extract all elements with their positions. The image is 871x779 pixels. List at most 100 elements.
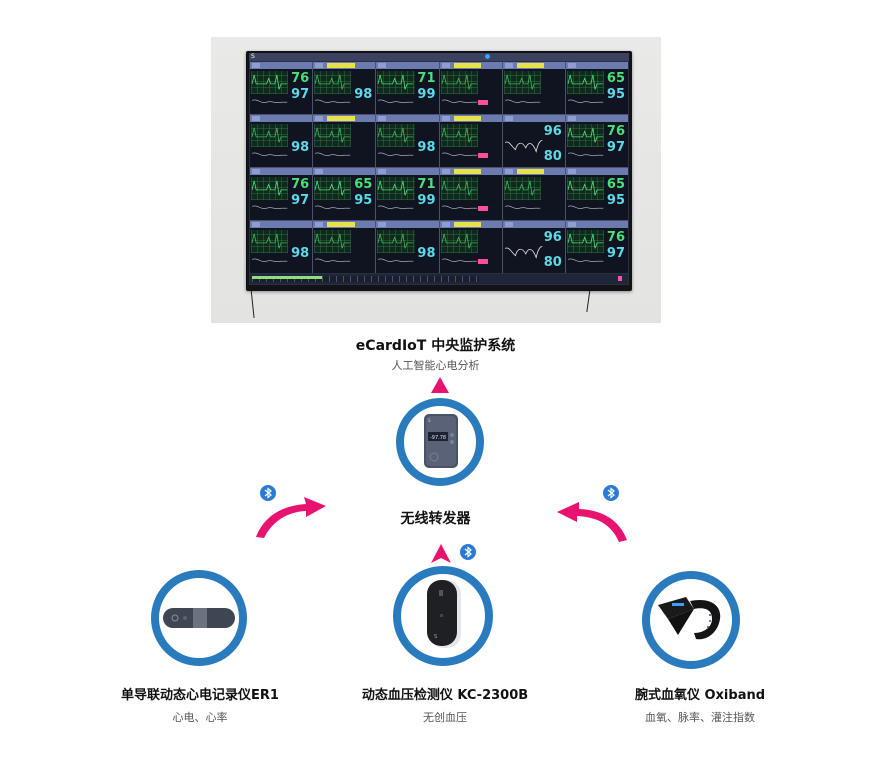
alarm-banner xyxy=(327,222,355,227)
device-label: 动态血压检测仪 KC-2300B xyxy=(361,688,529,703)
spo2-value: 98 xyxy=(291,246,310,261)
bed-badge xyxy=(252,169,260,174)
vital-value: 80 xyxy=(543,255,562,270)
vital-value: 80 xyxy=(543,149,562,164)
patient-tile xyxy=(502,62,565,114)
bed-badge xyxy=(252,222,260,227)
arrow-up-to-hub xyxy=(431,544,451,563)
patient-tile: 98 xyxy=(376,221,439,273)
patient-tile: 98 xyxy=(250,221,313,273)
bed-badge xyxy=(567,116,576,121)
monitor-logo-icon: S xyxy=(251,53,255,60)
waveform xyxy=(441,74,477,103)
waveform xyxy=(377,127,414,156)
waveform xyxy=(314,127,351,156)
waveform xyxy=(567,74,604,103)
waveform xyxy=(504,246,543,259)
tile-header xyxy=(250,168,313,175)
svg-text:S: S xyxy=(434,634,437,640)
heart-rate-value: 76 xyxy=(291,71,310,86)
bed-badge xyxy=(504,63,513,68)
bed-badge xyxy=(252,116,260,121)
spo2-value: 99 xyxy=(417,193,436,208)
tile-header xyxy=(250,115,313,122)
tile-header xyxy=(313,115,376,122)
bed-badge xyxy=(504,222,513,227)
waveform xyxy=(251,127,288,156)
waveform xyxy=(504,140,543,153)
tile-header xyxy=(313,62,376,69)
bed-badge xyxy=(441,116,450,121)
tile-header xyxy=(439,62,502,69)
hub-ring: -97.78 S xyxy=(396,398,484,486)
device-subtitle: 血氧、脉率、灌注指数 xyxy=(645,711,755,724)
waveform xyxy=(504,180,540,209)
heart-rate-value: 71 xyxy=(417,71,436,86)
waveform xyxy=(441,233,477,262)
status-dot-icon xyxy=(485,54,490,59)
waveform xyxy=(377,74,414,103)
spo2-value: 98 xyxy=(354,87,373,102)
tile-header xyxy=(439,221,502,228)
spo2-value: 95 xyxy=(354,193,373,208)
waveform xyxy=(567,127,604,156)
alarm-banner xyxy=(516,63,544,68)
waveform xyxy=(314,74,351,103)
tile-header xyxy=(502,115,565,122)
bed-badge xyxy=(378,169,387,174)
bed-badge xyxy=(567,169,576,174)
spo2-value: 98 xyxy=(417,246,436,261)
waveform xyxy=(504,74,540,103)
tile-header xyxy=(439,168,502,175)
patient-tile xyxy=(439,62,502,114)
device-subtitle: 无创血压 xyxy=(423,711,467,724)
waveform xyxy=(567,233,604,262)
alarm-banner xyxy=(453,169,481,174)
arrow-left-to-hub xyxy=(256,497,326,538)
bluetooth-icon xyxy=(603,485,619,501)
tile-header xyxy=(250,62,313,69)
alarm-banner xyxy=(453,222,481,227)
tile-header xyxy=(250,221,313,228)
bed-badge xyxy=(567,63,576,68)
bp-monitor-icon: S xyxy=(427,580,461,648)
vital-value: 96 xyxy=(543,124,562,139)
heart-rate-value: 71 xyxy=(417,177,436,192)
hub-label: 无线转发器 xyxy=(400,511,471,527)
tile-header xyxy=(565,168,628,175)
tile-header xyxy=(439,115,502,122)
heart-rate-value: 76 xyxy=(606,230,625,245)
wrist-oximeter-icon xyxy=(658,597,721,640)
bed-status-strip xyxy=(252,276,322,279)
waveform xyxy=(251,180,288,209)
device-label: 单导联动态心电记录仪ER1 xyxy=(121,688,279,703)
tile-header xyxy=(376,221,439,228)
waveform xyxy=(441,127,477,156)
bed-badge xyxy=(315,222,324,227)
system-subtitle: 人工智能心电分析 xyxy=(391,359,480,372)
tile-header xyxy=(376,168,439,175)
alarm-indicator xyxy=(477,259,488,264)
bluetooth-icon xyxy=(260,485,276,501)
device-ring-kc2300b: S xyxy=(393,566,493,666)
tile-header xyxy=(565,221,628,228)
alarm-banner xyxy=(327,63,355,68)
heart-rate-value: 76 xyxy=(291,177,310,192)
bed-badge xyxy=(378,63,387,68)
spo2-value: 97 xyxy=(606,140,625,155)
patient-tile: 98 xyxy=(376,115,439,167)
bed-badge xyxy=(315,169,324,174)
bed-badge xyxy=(441,222,450,227)
spo2-value: 97 xyxy=(606,246,625,261)
spo2-value: 95 xyxy=(606,193,625,208)
spo2-value: 99 xyxy=(417,87,436,102)
svg-text:-97.78: -97.78 xyxy=(430,435,446,441)
